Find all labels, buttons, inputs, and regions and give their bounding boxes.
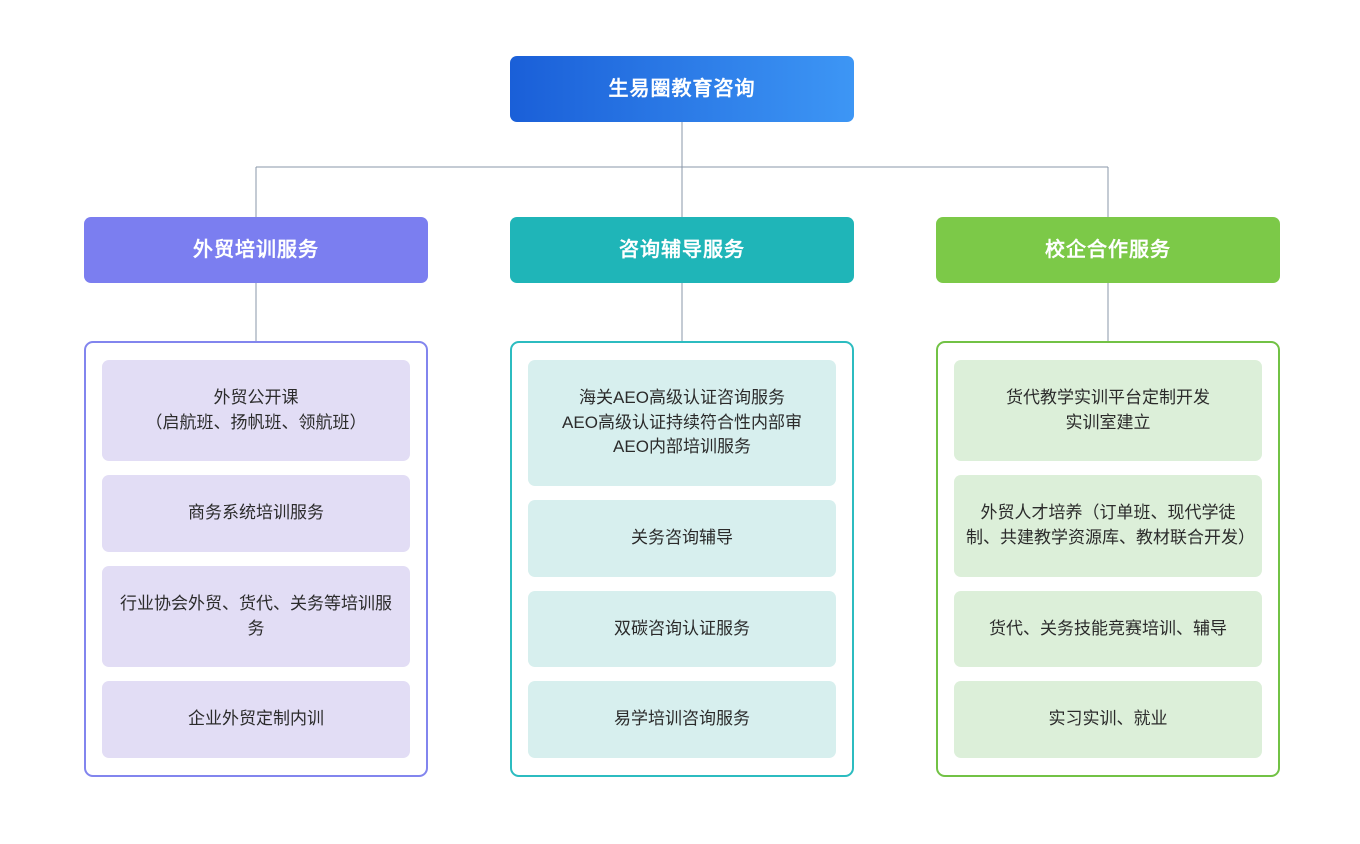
- branch-header-2-label: 咨询辅导服务: [619, 239, 745, 261]
- leaf-item[interactable]: 海关AEO高级认证咨询服务 AEO高级认证持续符合性内部审 AEO内部培训服务: [528, 360, 836, 486]
- leaf-item-label: 海关AEO高级认证咨询服务 AEO高级认证持续符合性内部审 AEO内部培训服务: [562, 388, 802, 457]
- branch-container-1: 外贸公开课 （启航班、扬帆班、领航班） 商务系统培训服务 行业协会外贸、货代、关…: [84, 341, 428, 777]
- leaf-item[interactable]: 双碳咨询认证服务: [528, 590, 836, 668]
- leaf-item-label: 行业协会外贸、货代、关务等培训服务: [120, 594, 392, 638]
- branch-container-2: 海关AEO高级认证咨询服务 AEO高级认证持续符合性内部审 AEO内部培训服务 …: [510, 341, 854, 777]
- leaf-item-label: 货代教学实训平台定制开发 实训室建立: [1006, 388, 1210, 432]
- leaf-item-label: 实习实训、就业: [1048, 709, 1168, 729]
- branch-header-2[interactable]: 咨询辅导服务: [510, 217, 854, 283]
- leaf-item[interactable]: 外贸人才培养（订单班、现代学徒制、共建教学资源库、教材联合开发）: [954, 475, 1262, 577]
- leaf-item[interactable]: 企业外贸定制内训: [102, 681, 410, 759]
- branch-header-3[interactable]: 校企合作服务: [936, 217, 1280, 283]
- leaf-item-label: 企业外贸定制内训: [188, 709, 324, 729]
- leaf-item[interactable]: 商务系统培训服务: [102, 475, 410, 553]
- leaf-item-label: 关务咨询辅导: [631, 527, 733, 547]
- leaf-item[interactable]: 货代、关务技能竞赛培训、辅导: [954, 590, 1262, 668]
- leaf-item[interactable]: 关务咨询辅导: [528, 499, 836, 577]
- leaf-item[interactable]: 实习实训、就业: [954, 681, 1262, 759]
- branch-container-3: 货代教学实训平台定制开发 实训室建立 外贸人才培养（订单班、现代学徒制、共建教学…: [936, 341, 1280, 777]
- root-node-label: 生易圈教育咨询: [608, 78, 756, 100]
- leaf-item[interactable]: 行业协会外贸、货代、关务等培训服务: [102, 566, 410, 668]
- leaf-item-label: 货代、关务技能竞赛培训、辅导: [989, 618, 1227, 638]
- leaf-item-label: 外贸公开课 （启航班、扬帆班、领航班）: [145, 388, 367, 432]
- leaf-item-label: 商务系统培训服务: [188, 503, 324, 523]
- leaf-item[interactable]: 货代教学实训平台定制开发 实训室建立: [954, 360, 1262, 462]
- leaf-item-label: 易学培训咨询服务: [614, 709, 750, 729]
- leaf-item-label: 外贸人才培养（订单班、现代学徒制、共建教学资源库、教材联合开发）: [966, 503, 1255, 547]
- leaf-item-label: 双碳咨询认证服务: [614, 618, 750, 638]
- root-node[interactable]: 生易圈教育咨询: [510, 56, 854, 122]
- leaf-item[interactable]: 易学培训咨询服务: [528, 681, 836, 759]
- branch-header-3-label: 校企合作服务: [1045, 239, 1171, 261]
- branch-header-1-label: 外贸培训服务: [193, 239, 319, 261]
- leaf-item[interactable]: 外贸公开课 （启航班、扬帆班、领航班）: [102, 360, 410, 462]
- branch-header-1[interactable]: 外贸培训服务: [84, 217, 428, 283]
